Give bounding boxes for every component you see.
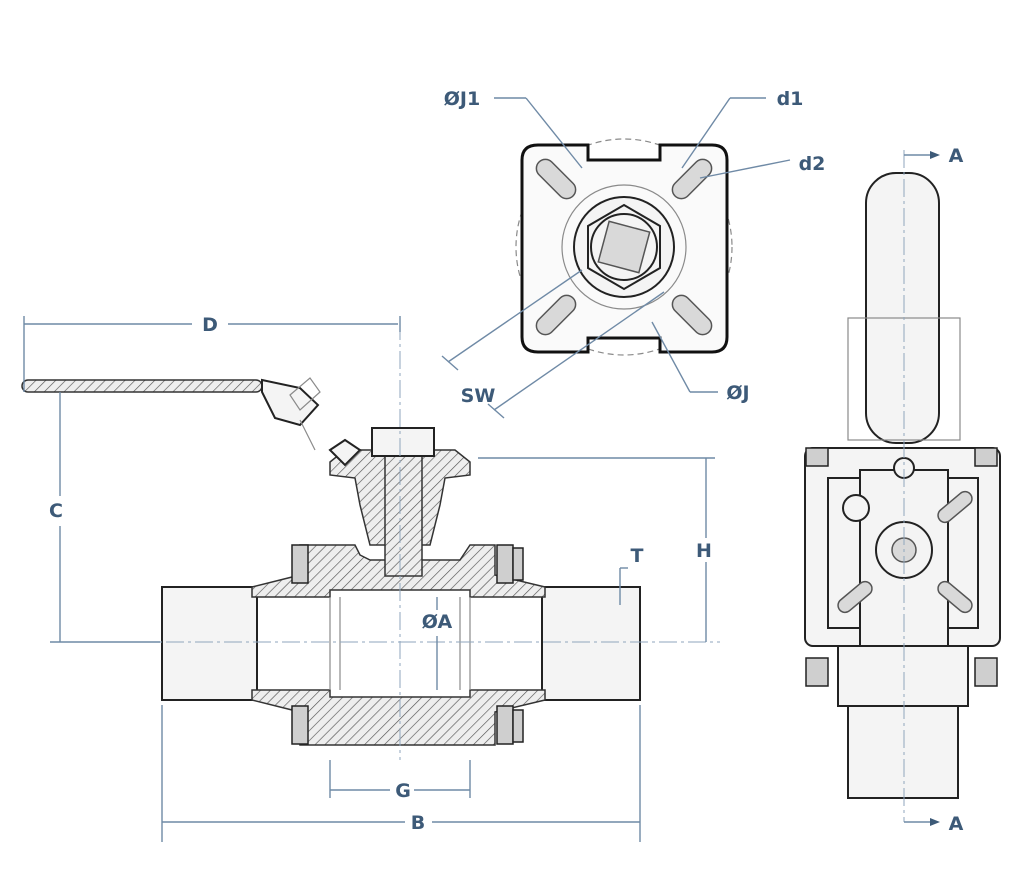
slot-bottom-right <box>671 294 713 336</box>
section-label-top: A <box>949 145 964 167</box>
label-G: G <box>395 780 411 802</box>
label-J-diameter: ØJ <box>726 382 749 404</box>
bolt-bottom-right <box>496 705 514 745</box>
front-dimensions: D C H T ØA G B <box>23 314 715 842</box>
front-section-view <box>21 322 720 760</box>
side-pipe-end <box>847 705 959 799</box>
bolt-bottom-left <box>291 705 309 745</box>
label-J1-diameter: ØJ1 <box>444 88 480 110</box>
top-flange-view <box>515 138 733 356</box>
label-H: H <box>696 540 712 562</box>
side-handle <box>865 172 940 444</box>
bolt-top-right <box>496 544 514 584</box>
side-view <box>804 150 1001 822</box>
label-D: D <box>202 314 218 336</box>
left-pipe-end <box>161 586 258 701</box>
section-markers: A A <box>904 145 964 835</box>
slot-bottom-left <box>535 294 577 336</box>
label-d2: d2 <box>799 153 826 175</box>
bolt-top-left <box>291 544 309 584</box>
right-pipe-end <box>541 586 641 701</box>
label-d1: d1 <box>777 88 804 110</box>
slot-top-right <box>671 158 713 200</box>
label-C: C <box>49 500 63 522</box>
label-B: B <box>411 812 425 834</box>
stem-square <box>597 220 651 274</box>
slot-top-left <box>535 158 577 200</box>
handle-lever <box>21 377 362 467</box>
gland-nut <box>371 427 435 457</box>
section-label-bottom: A <box>949 813 964 835</box>
label-SW: SW <box>461 385 496 407</box>
top-view-dimensions: ØJ1 d1 d2 SW ØJ <box>441 88 826 419</box>
label-A-diameter: ØA <box>422 611 453 633</box>
label-T: T <box>631 545 644 567</box>
